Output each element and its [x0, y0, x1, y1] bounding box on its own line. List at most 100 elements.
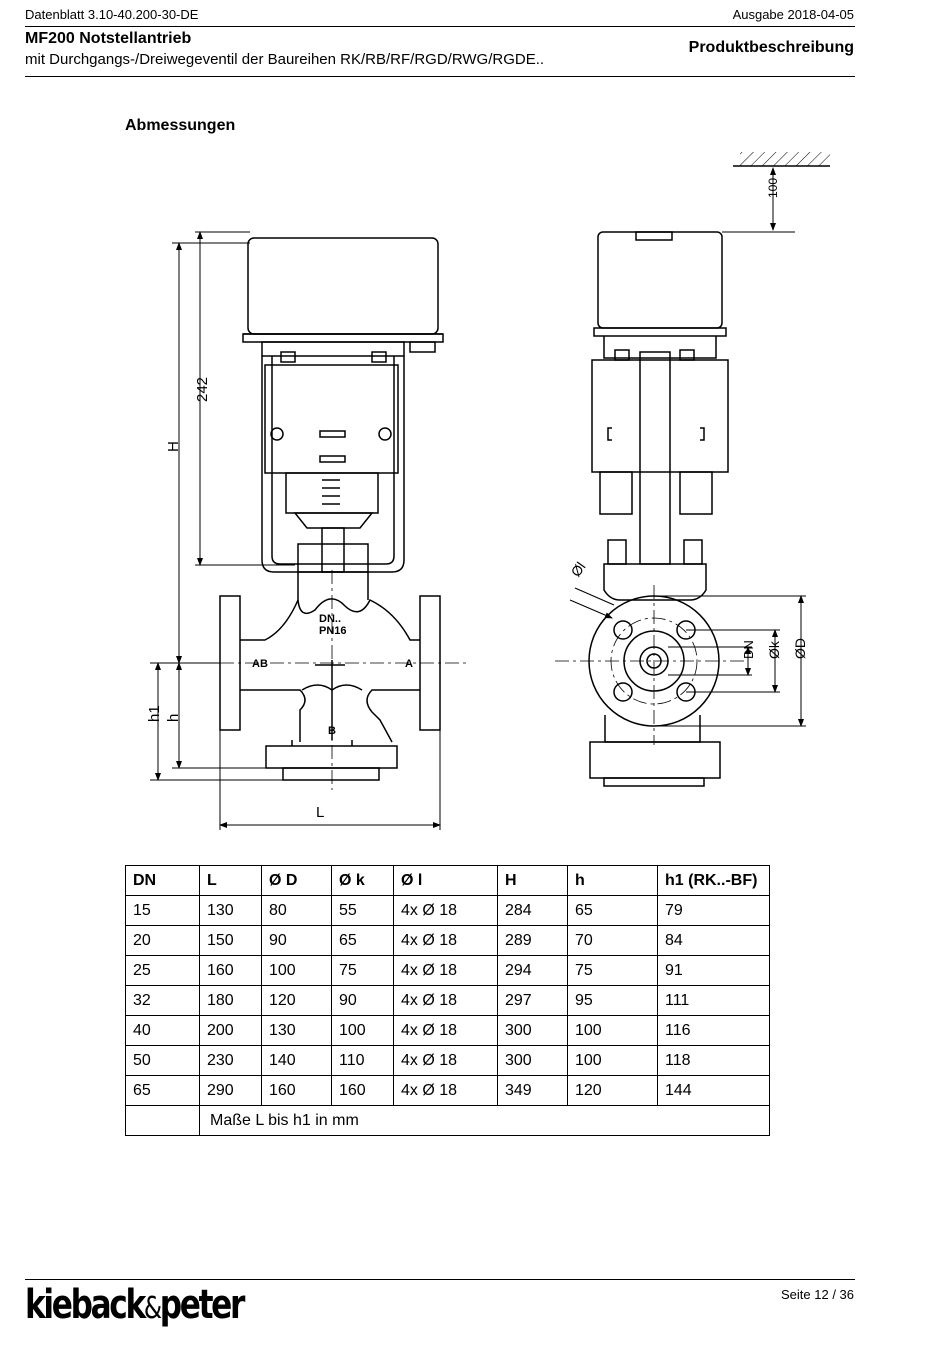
table-cell: 120 [567, 1075, 658, 1106]
table-cell: 160 [331, 1075, 394, 1106]
bolt-hole-bl [613, 682, 633, 702]
bonnet [297, 543, 369, 573]
dim-100-label: 100 [766, 178, 780, 198]
table-cell: 100 [261, 955, 332, 986]
side-actuator-cover [597, 231, 723, 329]
col-header: L [199, 865, 262, 896]
valve-dimension-drawing: 242 H h1 h L DN.. PN16 AB A B [146, 152, 830, 830]
edition-date: Ausgabe 2018-04-05 [732, 7, 854, 22]
yoke-inner [271, 356, 395, 565]
yoke-outer [261, 356, 405, 573]
table-cell: 4x Ø 18 [393, 955, 498, 986]
actuator-connector [409, 341, 436, 353]
front-dimension-lines [150, 231, 441, 830]
dim-dia-d-label: ØD [792, 638, 808, 659]
table-cell: 110 [331, 1045, 394, 1076]
table-cell: 65 [567, 895, 658, 926]
actuator-cover [247, 237, 439, 335]
table-cell: 140 [261, 1045, 332, 1076]
col-header: Ø k [331, 865, 394, 896]
side-centerlines [555, 585, 745, 745]
table-cell: 40 [125, 1015, 200, 1046]
side-bottom-lip [603, 777, 705, 787]
table-cell: 294 [497, 955, 568, 986]
side-bottom-flange [589, 741, 721, 779]
col-header: Ø l [393, 865, 498, 896]
coupling-nut [293, 512, 374, 529]
table-cell: 50 [125, 1045, 200, 1076]
table-cell: 75 [331, 955, 394, 986]
side-dimension-lines [569, 167, 806, 727]
table-cell: 284 [497, 895, 568, 926]
table-cell: 80 [261, 895, 332, 926]
table-cell: 84 [657, 925, 770, 956]
table-cell: 300 [497, 1015, 568, 1046]
table-cell: 349 [497, 1075, 568, 1106]
mount-screw-left [280, 351, 296, 363]
table-header-row: DN L Ø D Ø k Ø l H h h1 (RK..-BF) [125, 865, 770, 896]
valve-body-left-bottom [240, 689, 306, 742]
dim-h1-label: h1 [146, 705, 163, 722]
side-gearbox [591, 359, 729, 473]
table-cell: 4x Ø 18 [393, 1075, 498, 1106]
table-footnote: Maße L bis h1 in mm [199, 1105, 770, 1136]
dim-dia-k-label: Øk [766, 640, 782, 659]
table-cell: 100 [567, 1015, 658, 1046]
port-a-label: A [405, 658, 413, 670]
header-rule-top [25, 26, 855, 27]
table-cell: 200 [199, 1015, 262, 1046]
document-subtitle: mit Durchgangs-/Dreiwegeventil der Baure… [25, 51, 545, 68]
table-cell: 160 [261, 1075, 332, 1106]
table-cell: 4x Ø 18 [393, 895, 498, 926]
gearbox-slot-lower [319, 455, 346, 463]
table-cell: 130 [261, 1015, 332, 1046]
section-heading: Abmessungen [125, 117, 236, 134]
flange-bottom-lip [282, 767, 380, 781]
side-upper-block [603, 336, 717, 359]
col-header: h [567, 865, 658, 896]
ceiling-hatch [740, 152, 830, 166]
dim-242-label: 242 [194, 377, 211, 402]
side-yoke [639, 351, 671, 565]
table-cell: 160 [199, 955, 262, 986]
table-cell: 90 [331, 985, 394, 1016]
mount-screw-right [371, 351, 387, 363]
table-cell: 65 [125, 1075, 200, 1106]
table-cell: 297 [497, 985, 568, 1016]
page-number: Seite 12 / 36 [781, 1287, 854, 1302]
table-cell: 4x Ø 18 [393, 1015, 498, 1046]
table-cell: 100 [567, 1045, 658, 1076]
table-cell: 25 [125, 955, 200, 986]
dim-h-label: h [165, 714, 182, 722]
table-cell: 116 [657, 1015, 770, 1046]
col-header: DN [125, 865, 200, 896]
port-ab-label: AB [252, 658, 268, 670]
dim-dn-label: DN [741, 640, 756, 659]
footer-rule [25, 1279, 855, 1280]
table-cell: 180 [199, 985, 262, 1016]
document-id: Datenblatt 3.10-40.200-30-DE [25, 7, 199, 22]
table-cell: 15 [125, 895, 200, 926]
table-cell: 4x Ø 18 [393, 985, 498, 1016]
actuator-mounting-strip [261, 341, 405, 357]
table-cell: 120 [261, 985, 332, 1016]
dn-label: DN.. [319, 613, 341, 625]
dim-L-label: L [316, 804, 324, 821]
front-centerlines [195, 570, 470, 790]
gearbox-bolt-right [378, 427, 392, 441]
table-cell: 32 [125, 985, 200, 1016]
gearbox-slot-upper [319, 430, 346, 438]
table-cell: 90 [261, 925, 332, 956]
side-cover-handle [635, 231, 673, 241]
dim-dia-l-label: Øl [567, 559, 588, 580]
document-title: MF200 Notstellantrieb [25, 30, 192, 47]
col-header: Ø D [261, 865, 332, 896]
table-cell: 144 [657, 1075, 770, 1106]
